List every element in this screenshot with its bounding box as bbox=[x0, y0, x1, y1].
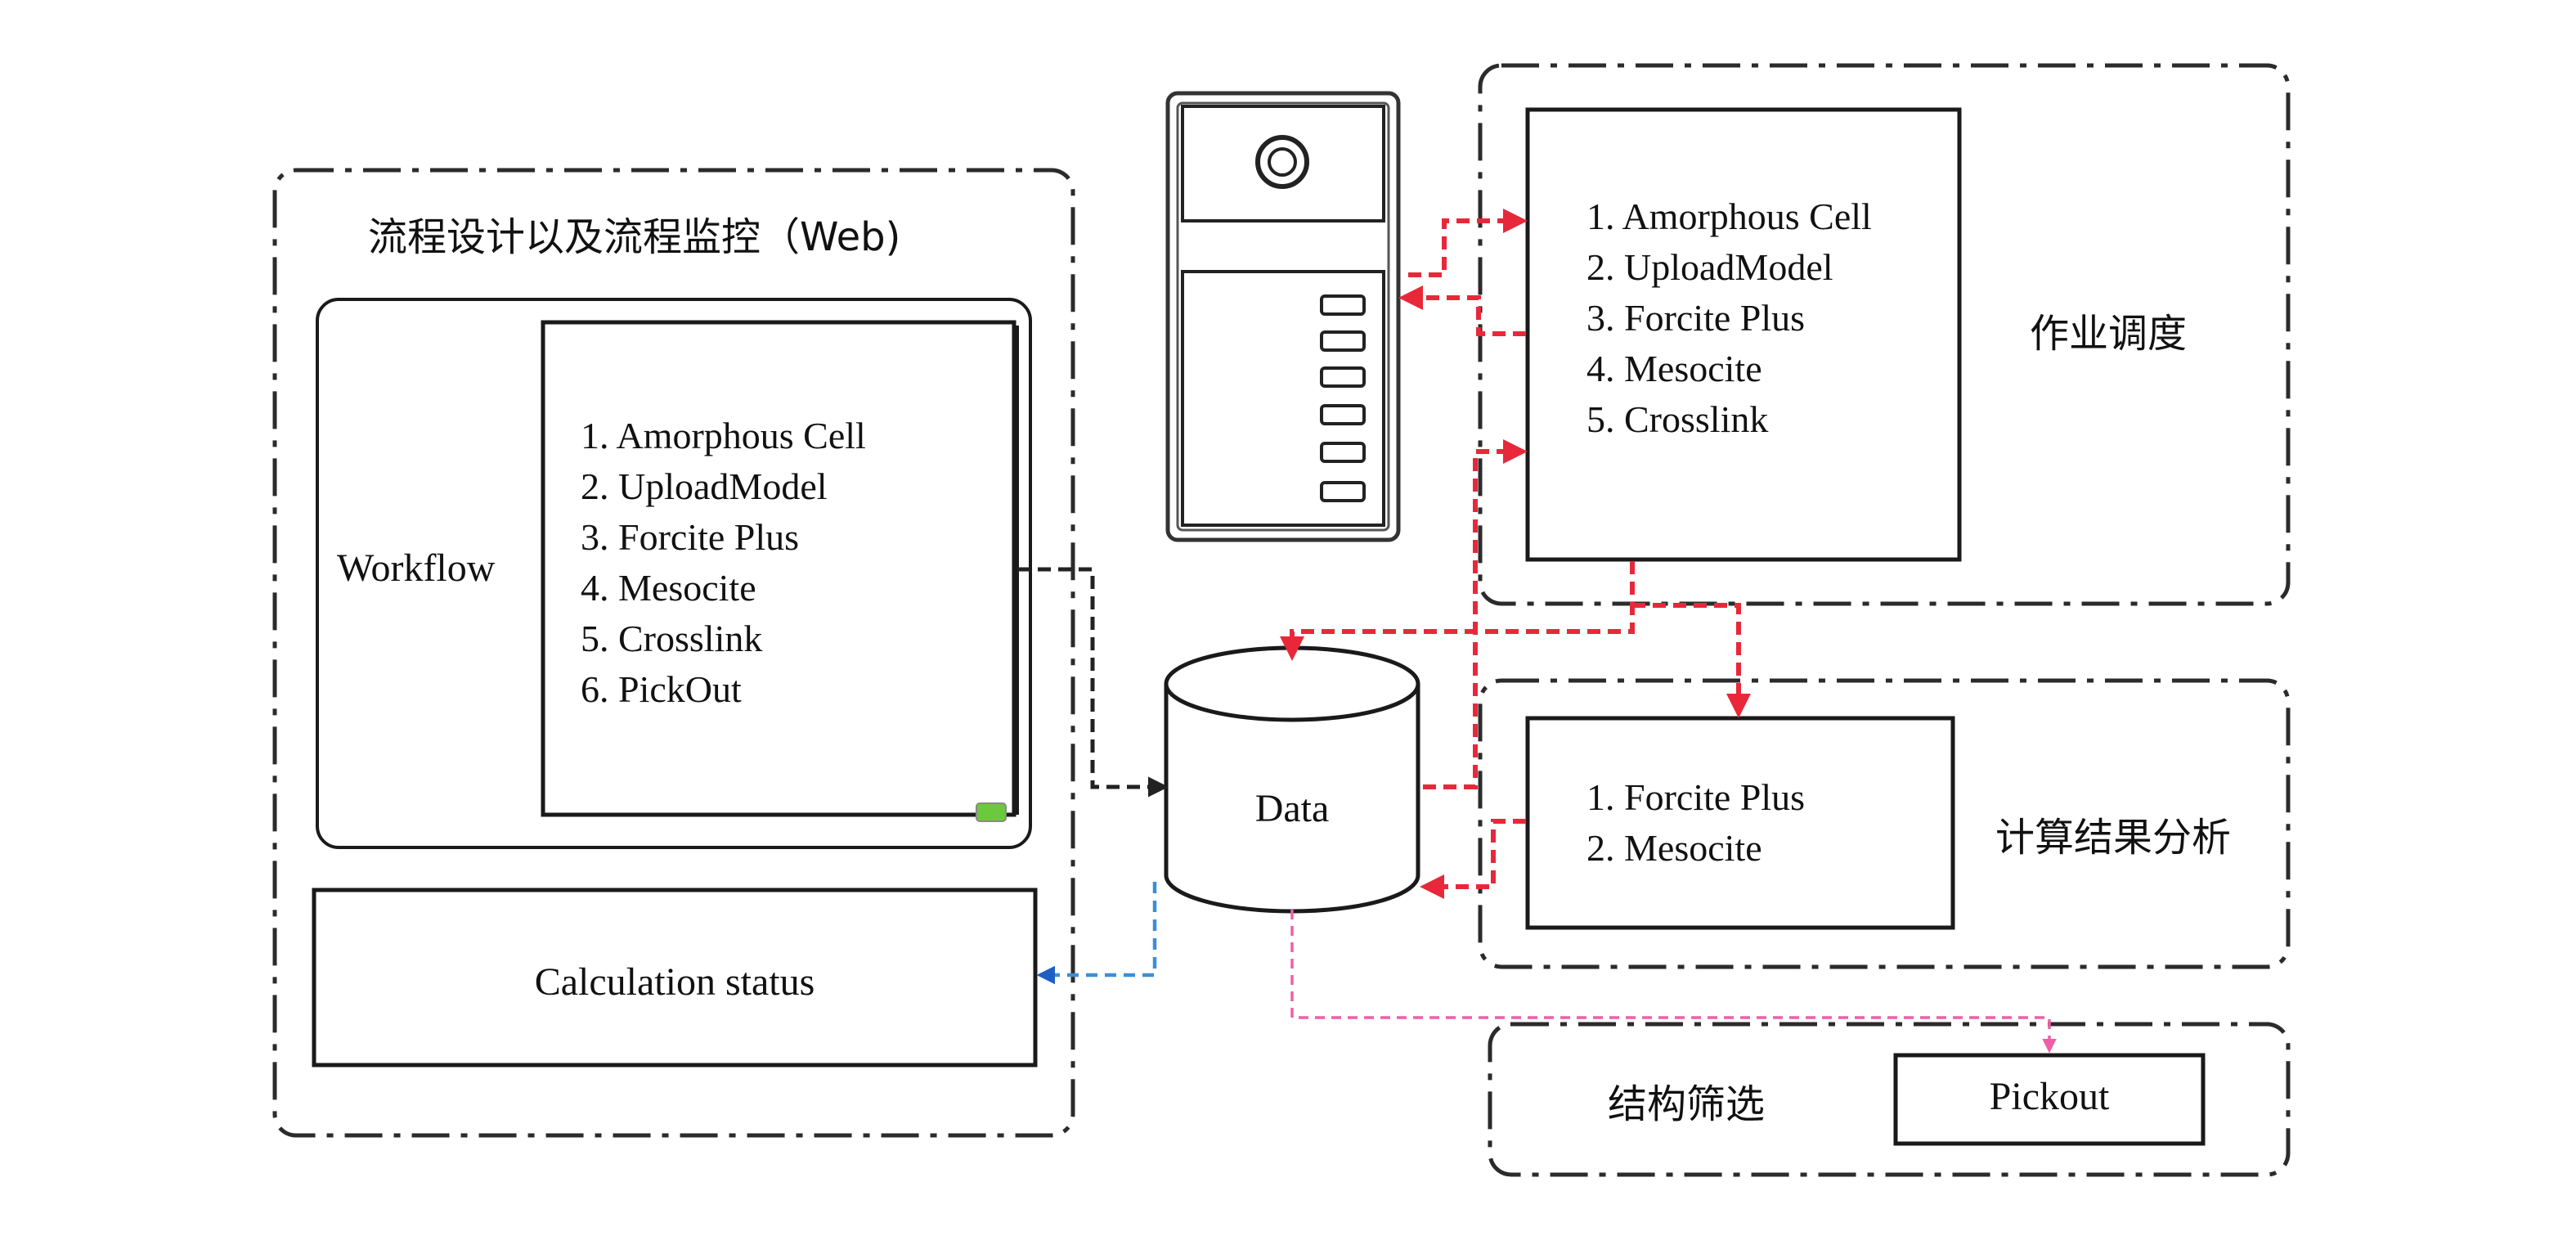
scheduling-step: 2. UploadModel bbox=[1586, 246, 1833, 288]
pickout-label: Pickout bbox=[1990, 1075, 2110, 1118]
pickout-box bbox=[1893, 1053, 2206, 1146]
analysis-panel: 1. Forcite Plus 2. Mesocite 计算结果分析 bbox=[1478, 678, 2291, 969]
screening-panel: 结构筛选 Pickout bbox=[1488, 1022, 2291, 1177]
analysis-panel-border bbox=[1478, 678, 2291, 969]
scheduling-panel: 1. Amorphous Cell 2. UploadModel 3. Forc… bbox=[1478, 63, 2291, 606]
scheduling-step: 1. Amorphous Cell bbox=[1586, 196, 1872, 237]
screening-panel-title: 结构筛选 bbox=[1608, 1081, 1765, 1127]
status-indicator-icon bbox=[976, 802, 1007, 822]
analysis-panel-title: 计算结果分析 bbox=[1995, 815, 2231, 861]
analysis-steps-box bbox=[1525, 716, 1955, 930]
scheduling-panel-title: 作业调度 bbox=[2030, 311, 2187, 357]
workflow-step: 5. Crosslink bbox=[581, 618, 762, 659]
workflow-step: 6. PickOut bbox=[581, 668, 742, 710]
web-panel: 流程设计以及流程监控（Web) Workflow 1. Amorphous Ce… bbox=[272, 168, 1075, 1138]
server-tower-icon bbox=[1165, 91, 1401, 542]
workflow-to-data-connector bbox=[1017, 567, 1169, 798]
scheduling-step: 3. Forcite Plus bbox=[1586, 297, 1805, 339]
analysis-step: 2. Mesocite bbox=[1586, 827, 1762, 869]
scheduling-flow-connectors bbox=[1280, 209, 1751, 899]
data-to-pickout-connector bbox=[1290, 910, 2057, 1054]
analysis-step: 1. Forcite Plus bbox=[1586, 776, 1805, 818]
workflow-steps-box bbox=[541, 320, 1016, 817]
scheduling-step-list: 1. Amorphous Cell 2. UploadModel 3. Forc… bbox=[1586, 196, 1872, 440]
calculation-status-label: Calculation status bbox=[535, 960, 815, 1004]
scheduling-step: 5. Crosslink bbox=[1586, 398, 1768, 440]
database-cylinder-icon: Data bbox=[1164, 645, 1420, 914]
workflow-step-list: 1. Amorphous Cell 2. UploadModel 3. Forc… bbox=[581, 415, 866, 710]
workflow-label: Workflow bbox=[337, 546, 496, 590]
workflow-step: 1. Amorphous Cell bbox=[581, 415, 866, 456]
analysis-step-list: 1. Forcite Plus 2. Mesocite bbox=[1586, 776, 1805, 869]
scheduling-step: 4. Mesocite bbox=[1586, 348, 1762, 389]
workflow-step: 3. Forcite Plus bbox=[581, 516, 799, 558]
workflow-step: 4. Mesocite bbox=[581, 567, 756, 609]
calculation-status-box bbox=[312, 888, 1038, 1067]
workflow-container bbox=[316, 298, 1032, 849]
scheduling-steps-box bbox=[1525, 107, 1962, 562]
data-store-label: Data bbox=[1255, 787, 1330, 830]
screening-panel-border bbox=[1488, 1022, 2291, 1177]
data-to-status-connector bbox=[1036, 882, 1157, 985]
workflow-step: 2. UploadModel bbox=[581, 465, 828, 507]
web-panel-title: 流程设计以及流程监控（Web) bbox=[368, 214, 900, 260]
